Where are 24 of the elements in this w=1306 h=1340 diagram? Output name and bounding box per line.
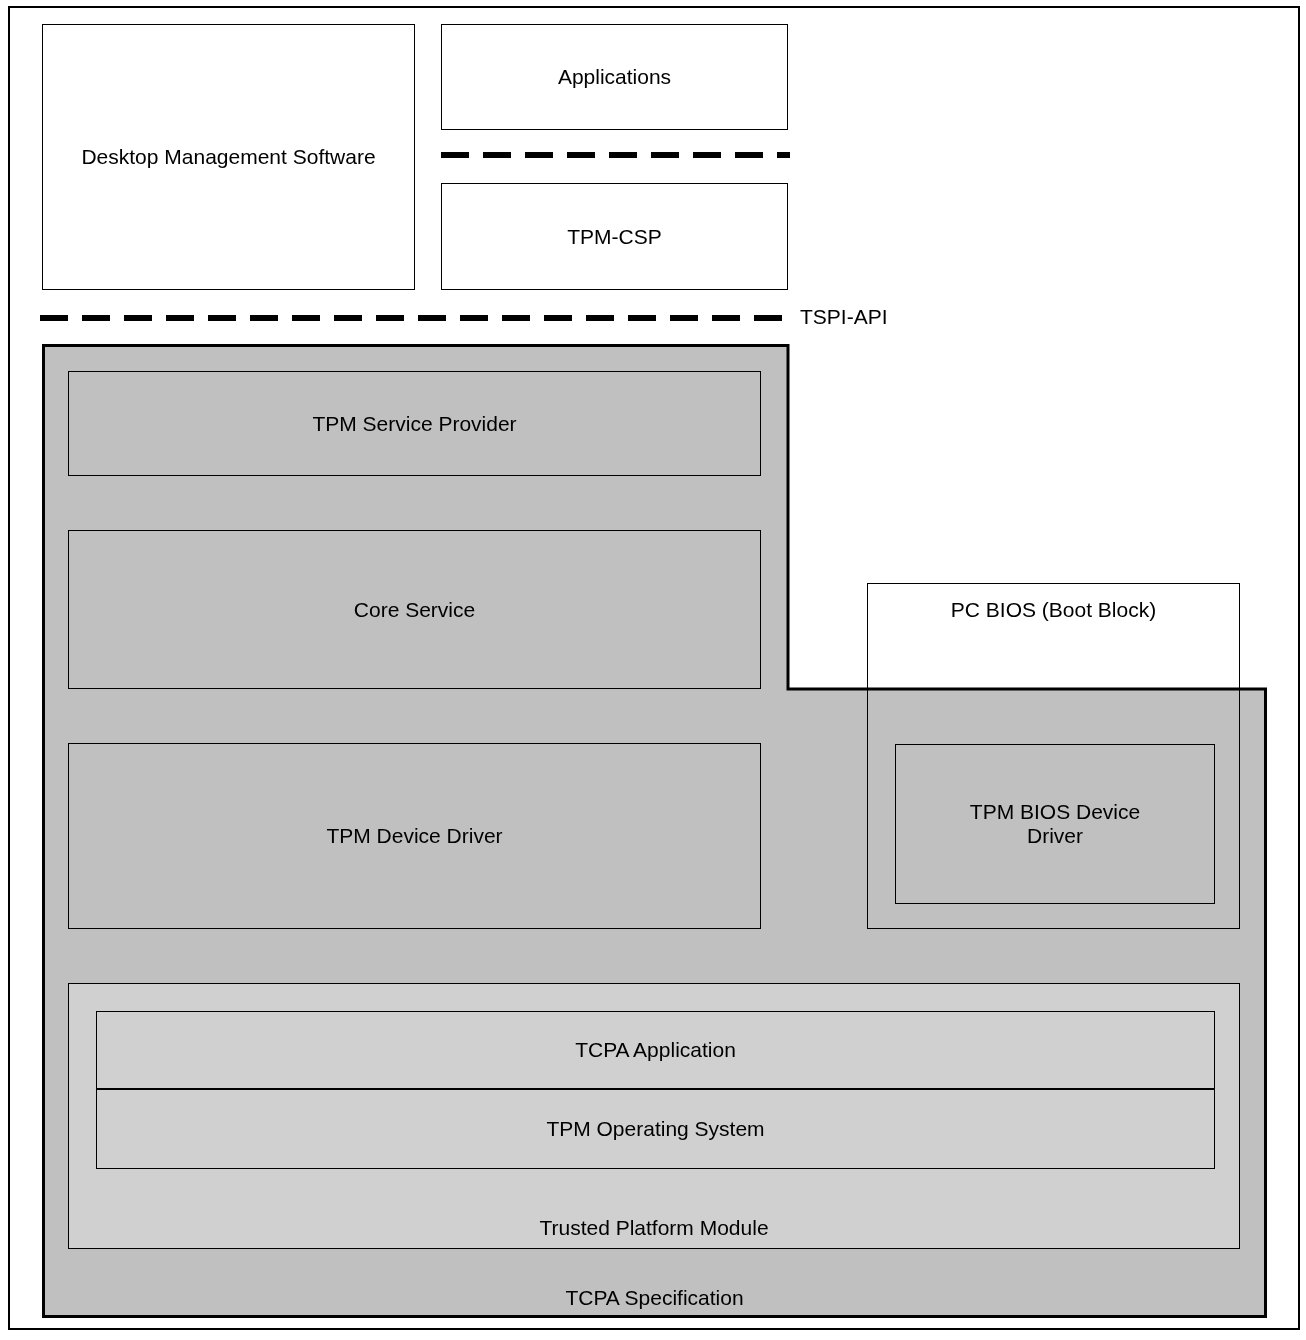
node-text: Trusted Platform Module [538, 1216, 770, 1240]
layer-box [68, 743, 761, 929]
node-text: TPM Operating System [545, 1117, 766, 1141]
csp-box [441, 183, 788, 290]
layer-box [68, 530, 761, 689]
node-text: TPM BIOS Device Driver [968, 800, 1142, 848]
node-text: Desktop Management Software [80, 145, 377, 169]
layer-box [68, 371, 761, 476]
node-text: TPM Device Driver [325, 824, 504, 848]
specification-region [42, 344, 1267, 1318]
layer-box [96, 1011, 1215, 1089]
node-text: TPM-CSP [566, 224, 663, 249]
node-text: TPM Service Provider [311, 411, 518, 436]
module-box [68, 983, 1240, 1249]
interface-label: TSPI-API [800, 305, 888, 329]
software-box [42, 24, 415, 290]
driver-box [895, 744, 1215, 904]
node-text: Applications [556, 65, 673, 89]
node-text: PC BIOS (Boot Block) [949, 598, 1158, 622]
node-text: TCPA Specification [564, 1286, 745, 1310]
layer-box [96, 1089, 1215, 1169]
node-text: TCPA Application [574, 1038, 737, 1062]
application-box [441, 24, 788, 130]
node-text: Core Service [352, 597, 477, 622]
